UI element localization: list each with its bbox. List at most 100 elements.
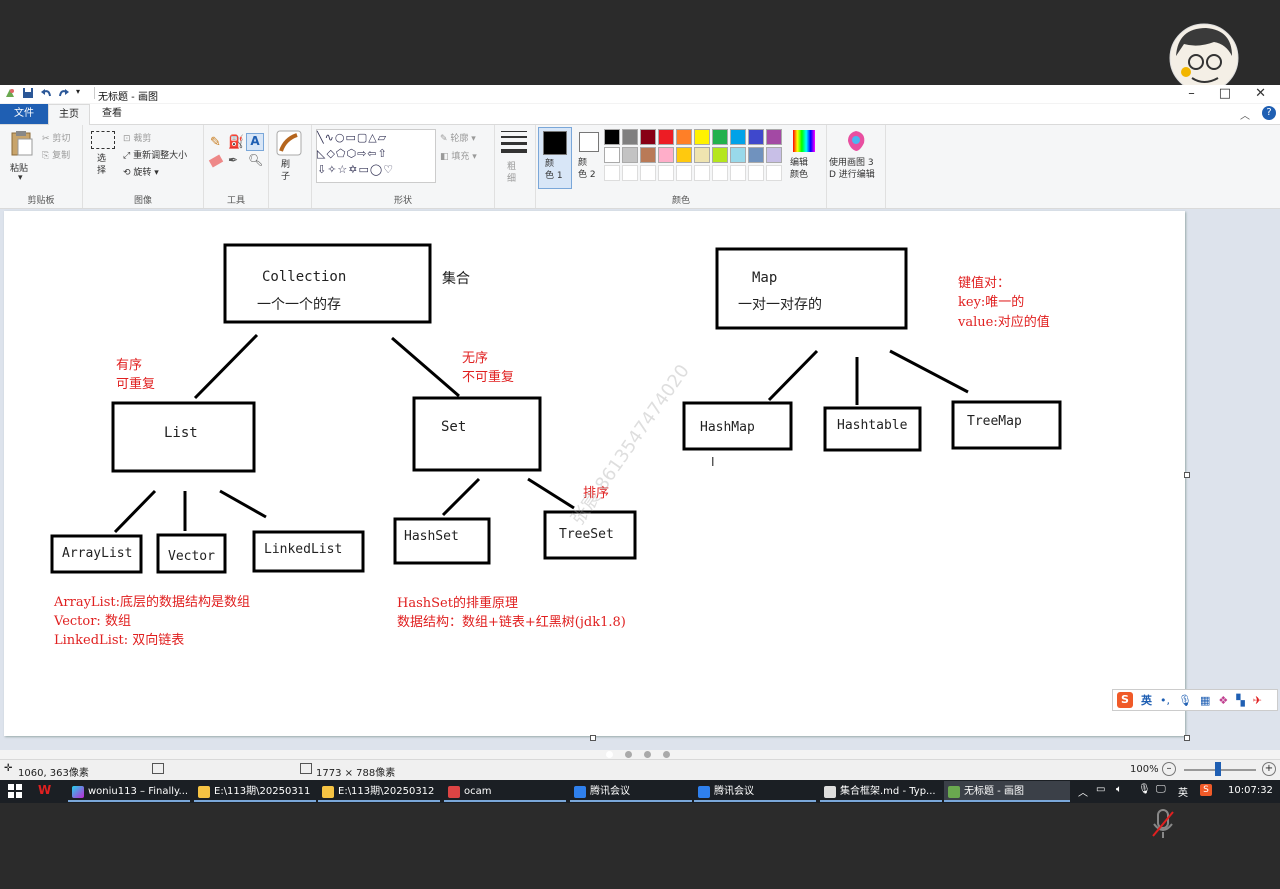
pencil-icon[interactable]: ✎ — [210, 135, 221, 150]
windows-start-icon[interactable] — [8, 784, 22, 798]
empty-color-swatch[interactable] — [658, 165, 674, 181]
taskbar-item-webstorm[interactable]: woniu113 – Finally... — [68, 781, 190, 802]
close-icon[interactable]: ✕ — [1255, 86, 1266, 101]
magnifier-icon[interactable]: 🔍︎ — [248, 153, 264, 167]
color2-button[interactable]: 颜 色 2 — [574, 127, 604, 187]
empty-color-swatch[interactable] — [712, 165, 728, 181]
taskbar-item-ocam[interactable]: ocam — [444, 781, 566, 802]
taskbar-item-folder-0311[interactable]: E:\113期\20250311 — [194, 781, 316, 802]
empty-color-swatch[interactable] — [622, 165, 638, 181]
volume-icon[interactable]: 🔈︎ — [1116, 784, 1122, 795]
maximize-icon[interactable]: □ — [1218, 86, 1232, 101]
color-picker-icon[interactable]: ✒ — [228, 153, 239, 167]
edit-colors-button[interactable]: 编辑 颜色 — [788, 127, 822, 187]
toolbox-icon[interactable]: ▚ — [1236, 693, 1245, 707]
resize-button[interactable]: ⤢ 重新调整大小 — [123, 151, 188, 161]
drawing-canvas[interactable]: Collection 一个一个的存 集合 Map 一对一对存的 键值对： key… — [4, 211, 1190, 736]
paste-button[interactable]: 粘贴 ▾ — [8, 129, 36, 183]
color1-button[interactable]: 颜 色 1 — [538, 127, 572, 189]
mic-icon[interactable]: 🎙︎ — [1138, 784, 1151, 795]
page-dot[interactable] — [625, 751, 632, 758]
customize-dropdown-icon[interactable]: ▾ — [76, 87, 81, 96]
empty-color-swatch[interactable] — [748, 165, 764, 181]
skin-icon[interactable]: ❖ — [1218, 693, 1229, 707]
tab-view[interactable]: 查看 — [102, 108, 122, 119]
color-swatch[interactable] — [730, 129, 746, 145]
taskbar-item-folder-0312[interactable]: E:\113期\20250312 — [318, 781, 440, 802]
color-swatch[interactable] — [766, 147, 782, 163]
empty-color-swatch[interactable] — [694, 165, 710, 181]
color-swatch[interactable] — [640, 129, 656, 145]
paste-dropdown-icon[interactable]: ▾ — [18, 173, 23, 183]
help-icon[interactable]: ? — [1262, 106, 1276, 120]
color-swatch[interactable] — [748, 147, 764, 163]
ime-lang[interactable]: 英 — [1141, 694, 1152, 707]
microphone-icon[interactable]: 🎙︎ — [1178, 693, 1192, 707]
color-swatch[interactable] — [766, 129, 782, 145]
tray-chevron-icon[interactable]: ︿ — [1078, 788, 1088, 799]
undo-icon[interactable] — [40, 87, 52, 99]
taskbar-item-tencent-meeting-1[interactable]: 腾讯会议 — [570, 781, 692, 802]
color-swatch[interactable] — [604, 129, 620, 145]
zoom-slider-thumb[interactable] — [1215, 762, 1221, 776]
battery-icon[interactable]: ▭ — [1096, 784, 1106, 795]
ime-indicator[interactable]: 英 — [1178, 788, 1188, 799]
color-swatch[interactable] — [748, 129, 764, 145]
size-icon[interactable] — [501, 131, 527, 153]
taskbar-item-tencent-meeting-2[interactable]: 腾讯会议 — [694, 781, 816, 802]
outline-button[interactable]: ✎ 轮廓 ▾ — [440, 134, 476, 144]
page-dot[interactable] — [606, 751, 613, 758]
copy-button[interactable]: ⎘ 复制 — [42, 151, 71, 161]
brush-button[interactable]: 刷 子 — [275, 129, 305, 187]
color-swatch[interactable] — [622, 147, 638, 163]
fill-bucket-icon[interactable]: ⛽ — [228, 135, 245, 150]
canvas-resize-handle-corner[interactable] — [1184, 735, 1190, 741]
paint3d-button[interactable]: 使用画图 3 D 进行编辑 — [829, 129, 883, 189]
sogou-tray-icon[interactable]: S — [1200, 784, 1212, 796]
network-icon[interactable]: 🖵︎ — [1156, 784, 1166, 795]
empty-color-swatch[interactable] — [766, 165, 782, 181]
color-swatch[interactable] — [676, 129, 692, 145]
color-swatch[interactable] — [622, 129, 638, 145]
taskbar-item-typora[interactable]: 集合框架.md - Typ... — [820, 781, 942, 802]
color-swatch[interactable] — [712, 129, 728, 145]
page-dot[interactable] — [644, 751, 651, 758]
empty-color-swatch[interactable] — [676, 165, 692, 181]
color-swatch[interactable] — [676, 147, 692, 163]
zoom-in-button[interactable]: + — [1262, 762, 1276, 776]
canvas-resize-handle-bottom[interactable] — [590, 735, 596, 741]
color-swatch[interactable] — [658, 129, 674, 145]
fill-button[interactable]: ◧ 填充 ▾ — [440, 152, 477, 162]
tab-home[interactable]: 主页 — [48, 104, 90, 125]
canvas-resize-handle-right[interactable] — [1184, 472, 1190, 478]
punctuation-icon[interactable]: •, — [1160, 693, 1170, 707]
page-dot[interactable] — [663, 751, 670, 758]
color-swatch[interactable] — [640, 147, 656, 163]
color-swatch[interactable] — [694, 147, 710, 163]
tab-file[interactable]: 文件 — [0, 104, 48, 124]
crop-button[interactable]: ⊡ 裁剪 — [123, 134, 152, 144]
shapes-gallery[interactable]: ╲∿○▭▢△▱ ◺◇⬠⬡⇨⇦⇧ ⇩✧☆✡▭◯♡ — [316, 129, 436, 183]
empty-color-swatch[interactable] — [730, 165, 746, 181]
rotate-button[interactable]: ⟲ 旋转 ▾ — [123, 168, 159, 178]
more-icon[interactable]: ✈ — [1252, 693, 1262, 707]
text-tool-icon[interactable]: A — [246, 133, 264, 151]
taskbar-item-paint[interactable]: 无标题 - 画图 — [944, 781, 1070, 802]
color-swatch[interactable] — [694, 129, 710, 145]
minimize-icon[interactable]: – — [1188, 86, 1195, 101]
color-swatch[interactable] — [730, 147, 746, 163]
empty-color-swatch[interactable] — [640, 165, 656, 181]
zoom-out-button[interactable]: – — [1162, 762, 1176, 776]
color-swatch[interactable] — [658, 147, 674, 163]
clock[interactable]: 10:07:32 — [1228, 785, 1273, 796]
color-swatch[interactable] — [604, 147, 620, 163]
ime-toolbar[interactable]: S 英 •, 🎙︎ ▦ ❖ ▚ ✈ — [1112, 689, 1278, 711]
muted-microphone-icon[interactable] — [1150, 808, 1176, 840]
select-button[interactable]: 选 择 — [89, 129, 117, 187]
cut-button[interactable]: ✂ 剪切 — [42, 134, 71, 144]
redo-icon[interactable] — [58, 87, 70, 99]
eraser-icon[interactable] — [208, 154, 224, 168]
collapse-ribbon-icon[interactable]: ︿ — [1240, 111, 1250, 122]
wps-icon[interactable]: W — [38, 783, 52, 797]
keyboard-icon[interactable]: ▦ — [1199, 693, 1211, 707]
